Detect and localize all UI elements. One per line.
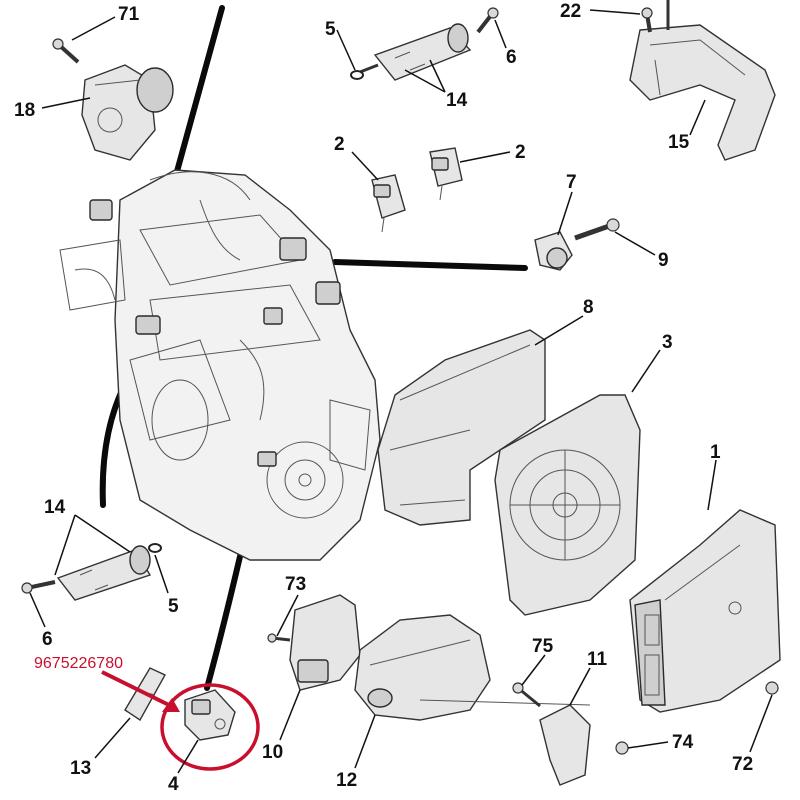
callout-14-top: 14 (446, 90, 468, 111)
callout-14-left: 14 (44, 497, 66, 518)
module-10 (267, 594, 361, 691)
callout-10: 10 (262, 742, 283, 763)
sensor-4 (184, 689, 236, 741)
tensioner-7 (534, 218, 620, 271)
arrow-head-icon (162, 698, 180, 712)
callout-5-top: 5 (325, 19, 336, 40)
callout-5-left: 5 (168, 596, 179, 617)
callout-1: 1 (710, 442, 721, 463)
callout-11: 11 (587, 649, 608, 670)
highlight-arrow (101, 670, 176, 710)
callout-75: 75 (532, 636, 554, 657)
sensor-2-left (371, 174, 406, 233)
callout-9: 9 (658, 250, 669, 271)
cover-8 (377, 329, 546, 526)
callout-8: 8 (583, 297, 594, 318)
sensor-2-right (429, 147, 463, 201)
callout-labels: 71 18 5 6 14 22 15 2 2 7 9 8 3 1 14 5 6 … (14, 1, 753, 795)
bolt-71 (52, 38, 80, 64)
part-number-label: 9675226780 (34, 655, 123, 672)
callout-2-left: 2 (334, 134, 345, 155)
callout-13: 13 (70, 758, 91, 779)
bracket-11 (512, 681, 779, 786)
callout-3: 3 (662, 332, 673, 353)
plate-3 (494, 394, 641, 616)
callout-6-top: 6 (506, 47, 517, 68)
bracket-15 (629, 0, 776, 161)
ecu-1 (629, 509, 781, 713)
engine-block (59, 169, 381, 561)
callout-18: 18 (14, 100, 35, 121)
callout-7: 7 (566, 172, 577, 193)
highlight-callout (101, 670, 260, 771)
callout-15: 15 (668, 132, 690, 153)
highlight-circle (160, 683, 260, 771)
callout-74: 74 (672, 732, 694, 753)
callout-2-right: 2 (515, 142, 526, 163)
callout-12: 12 (336, 770, 357, 791)
solenoid-14-top (350, 7, 499, 81)
bracket-12 (354, 614, 591, 721)
callout-22: 22 (560, 1, 581, 22)
callout-6-left: 6 (42, 629, 53, 650)
part-18-valve (81, 64, 174, 161)
callout-73: 73 (285, 574, 306, 595)
callout-72: 72 (732, 754, 753, 775)
leader-lines (29, 9, 773, 774)
callout-4: 4 (168, 774, 179, 795)
callout-71: 71 (118, 4, 140, 25)
solenoid-14-left (21, 543, 162, 601)
